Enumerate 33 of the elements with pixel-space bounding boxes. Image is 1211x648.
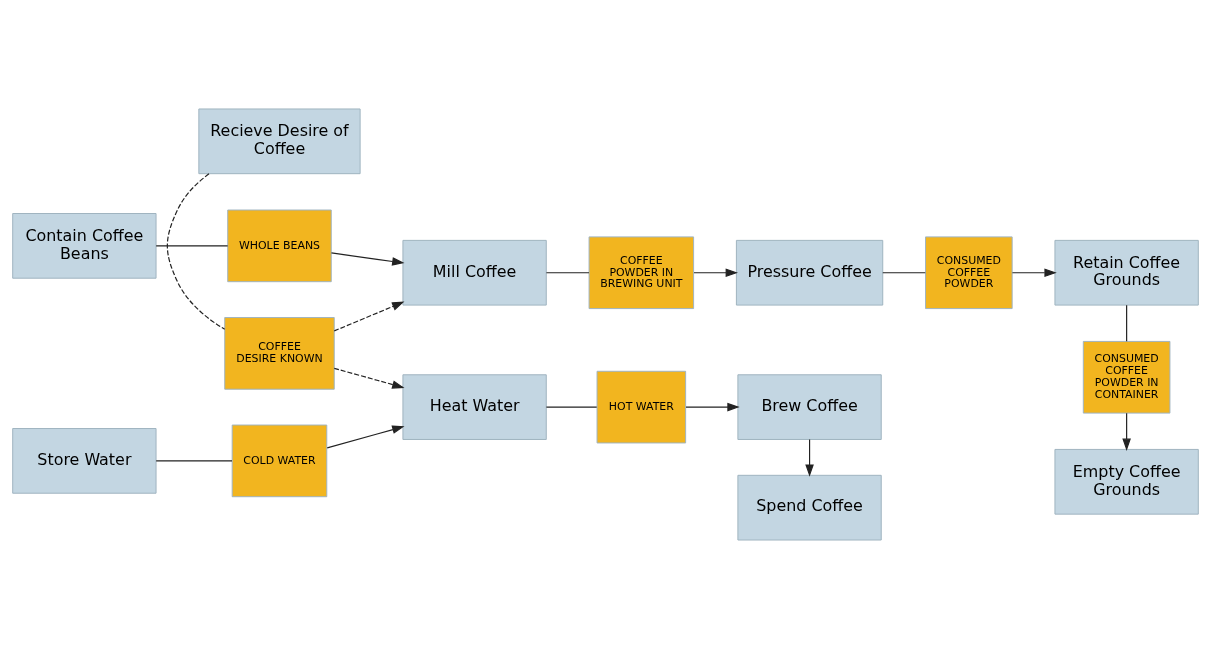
node-box: COFFEE DESIRE KNOWN [224,316,335,390]
node-box: CONSUMED COFFEE POWDER IN CONTAINER [1082,340,1171,414]
arrow [333,367,405,389]
connector [155,459,233,461]
node-box: Store Water [12,427,157,494]
arrow [1011,267,1057,277]
arrow [333,301,405,331]
node-box: HOT WATER [596,370,687,443]
node-box: Pressure Coffee [735,239,884,306]
connector [545,271,590,273]
connector [155,244,229,246]
connector [545,406,598,408]
node-box: Brew Coffee [737,373,882,440]
arrow [326,425,405,448]
node-box: Contain Coffee Beans [12,212,157,279]
node-box: Recieve Desire of Coffee [198,108,361,174]
node-box: WHOLE BEANS [227,209,332,282]
arrow [805,438,814,477]
node-box: COLD WATER [231,424,328,497]
arrow [1122,412,1131,451]
connector [882,271,926,273]
connector [166,172,226,330]
node-box: CONSUMED COFFEE POWDER [925,235,1013,309]
node-box: COFFEE POWDER IN BREWING UNIT [588,235,695,309]
node-box: Heat Water [402,373,547,440]
arrow [330,251,405,266]
node-box: Spend Coffee [737,474,882,540]
node-box: Mill Coffee [402,239,547,306]
node-box: Empty Coffee Grounds [1054,448,1199,515]
arrow [693,267,738,277]
connector [1126,304,1128,342]
node-box: Retain Coffee Grounds [1054,239,1199,306]
arrow [685,402,740,411]
